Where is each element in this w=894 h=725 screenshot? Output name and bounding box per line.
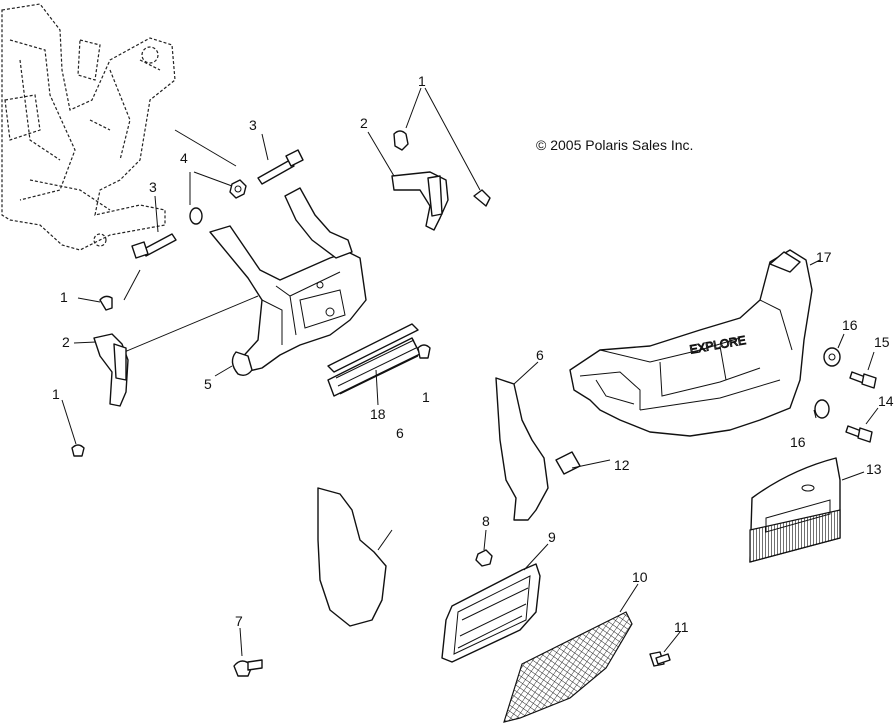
callout-2: 2	[360, 115, 368, 131]
skid-plate-18	[327, 323, 421, 406]
callout-1: 1	[60, 289, 68, 305]
callout-6: 6	[536, 347, 544, 363]
callout-14: 14	[878, 393, 894, 409]
side-panel-6-right	[495, 361, 549, 521]
callout-6: 6	[396, 425, 404, 441]
callout-1: 1	[52, 386, 60, 402]
bolt-15	[849, 351, 877, 389]
callout-18: 18	[370, 406, 386, 422]
push-clip-1-center	[417, 344, 431, 359]
callout-10: 10	[632, 569, 648, 585]
washer-16-bottom	[813, 399, 830, 419]
callout-1: 1	[418, 73, 426, 89]
callout-16: 16	[790, 434, 806, 450]
push-rivet-7	[233, 627, 263, 677]
bolt-14	[845, 407, 879, 443]
callout-1: 1	[422, 389, 430, 405]
push-clip-1-lower	[61, 399, 85, 457]
callout-2: 2	[62, 334, 70, 350]
callout-8: 8	[482, 513, 490, 529]
side-panel-6-left	[317, 487, 393, 627]
callout-16: 16	[842, 317, 858, 333]
leader-line	[123, 269, 141, 301]
grille-frame-9	[441, 543, 549, 663]
callout-3: 3	[249, 117, 257, 133]
screw-11	[649, 631, 681, 667]
callout-17: 17	[816, 249, 832, 265]
callout-15: 15	[874, 334, 890, 350]
callout-12: 12	[614, 457, 630, 473]
bolt-3-lower	[131, 195, 177, 259]
push-clip-1-left	[77, 295, 113, 311]
nameplate-13	[749, 457, 865, 563]
callout-3: 3	[149, 179, 157, 195]
bracket-2-left	[73, 333, 129, 407]
callout-4: 4	[180, 150, 188, 166]
nut-4	[189, 171, 247, 225]
vehicle-frame	[1, 3, 176, 251]
callout-9: 9	[548, 529, 556, 545]
callout-5: 5	[204, 376, 212, 392]
front-bracket-5	[109, 187, 367, 377]
nut-8	[475, 529, 493, 567]
callout-7: 7	[235, 613, 243, 629]
washer-16-top	[823, 333, 845, 367]
copyright-notice: © 2005 Polaris Sales Inc.	[536, 137, 693, 153]
leader-line	[174, 129, 237, 167]
front-bumper-17: EXPLORE	[569, 249, 821, 437]
callout-11: 11	[674, 619, 689, 635]
bolt-3-upper	[257, 133, 304, 185]
callout-13: 13	[866, 461, 882, 477]
push-clip-1-top	[393, 87, 491, 207]
decal-12	[555, 451, 611, 475]
mesh-grille-10	[503, 583, 639, 723]
bracket-2-upper	[367, 131, 449, 231]
